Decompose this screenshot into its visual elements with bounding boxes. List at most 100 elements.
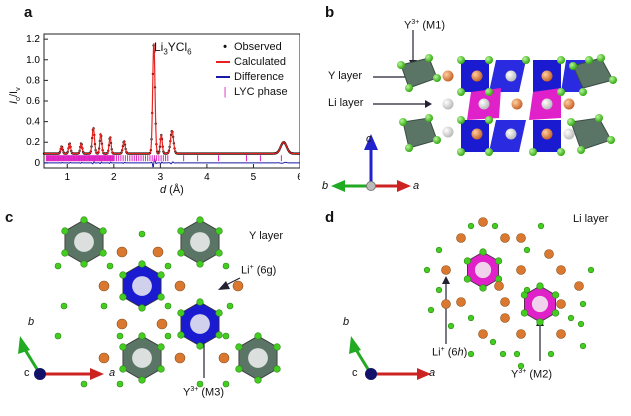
chloride-atom <box>99 249 107 257</box>
chloride-atom <box>119 271 127 279</box>
chloride-atom <box>273 343 281 351</box>
lithium-atom <box>544 249 554 259</box>
chloride-atom <box>138 260 146 268</box>
lithium-atom <box>456 233 466 243</box>
chloride-atom <box>164 262 172 270</box>
lithium-atom <box>516 265 526 275</box>
chloride-atom <box>60 302 68 310</box>
chloride-atom <box>427 306 435 314</box>
x-tick-label: 6 <box>297 172 300 183</box>
chloride-atom <box>479 284 487 292</box>
chloride-atom <box>435 286 443 294</box>
yttrium-atom <box>74 232 94 252</box>
chloride-atom <box>567 314 575 322</box>
li-6h-label: Li+ (6h) <box>432 346 468 359</box>
lithium-atom <box>156 318 168 330</box>
x-axis-label: d (Å) <box>160 184 184 196</box>
axis-triad-d <box>349 336 431 380</box>
chart-legend: •Observed Calculated Difference |LYC pha… <box>216 40 288 100</box>
gray-octahedron <box>400 57 438 89</box>
y-layer-label-c: Y layer <box>249 230 284 242</box>
chloride-atom <box>157 343 165 351</box>
axis-triad-c <box>18 336 104 380</box>
yttrium-atom <box>190 314 210 334</box>
lithium-atom <box>174 280 186 292</box>
lithium-atom <box>478 217 488 227</box>
chloride-atom <box>447 322 455 330</box>
lithium-atom <box>116 318 128 330</box>
axis-triad-b <box>331 134 411 192</box>
chloride-atom <box>254 332 262 340</box>
chloride-atom <box>463 257 472 265</box>
compound-label: Li3YCl6 <box>154 40 192 57</box>
chloride-atom <box>537 222 545 230</box>
axis-c-label-c: c <box>24 367 30 379</box>
chloride-atom <box>423 266 431 274</box>
structure-side-view <box>331 30 617 192</box>
m1-label: Y3+ (M1) <box>404 19 445 32</box>
m3-label: Y3+ (M3) <box>183 386 224 399</box>
structure-y-layer <box>18 216 281 388</box>
yttrium-atom <box>132 348 152 368</box>
axis-b-label-c: b <box>28 316 35 328</box>
li-6g-label: Li+ (6g) <box>241 264 277 277</box>
chloride-atom <box>520 309 529 317</box>
panel-c-letter: c <box>5 209 14 226</box>
chloride-atom <box>489 338 497 346</box>
chloride-atom <box>61 249 69 257</box>
lithium-atom <box>441 299 451 309</box>
y-tick-label: 0.4 <box>26 117 40 128</box>
chloride-atom <box>138 304 146 312</box>
li-layer-label-b: Li layer <box>328 97 364 109</box>
chloride-atom <box>215 227 223 235</box>
chloride-atom <box>177 309 185 317</box>
chloride-atom <box>196 216 204 224</box>
chloride-atoms <box>397 54 617 156</box>
x-tick-label: 2 <box>111 172 117 183</box>
chloride-atom <box>99 227 107 235</box>
calculated-line <box>44 43 300 155</box>
chloride-atom <box>579 300 587 308</box>
axis-a-label-b: a <box>413 180 420 192</box>
panel-a-letter: a <box>24 4 33 21</box>
gray-octahedron <box>570 117 612 151</box>
lithium-atom <box>500 233 510 243</box>
chloride-atom <box>119 343 127 351</box>
chloride-atom <box>80 380 88 388</box>
legend-difference: Difference <box>216 70 288 85</box>
chloride-atom <box>196 342 204 350</box>
lithium-atom <box>556 299 566 309</box>
chloride-atom <box>226 302 234 310</box>
lithium-atom <box>456 297 466 307</box>
lithium-atom <box>441 265 451 275</box>
chloride-atom <box>164 332 172 340</box>
chloride-atom <box>177 249 185 257</box>
axis-b-label-d: b <box>343 316 350 328</box>
lithium-atom <box>574 281 584 291</box>
lithium-atom <box>500 313 510 323</box>
li-layer-label-d: Li layer <box>573 213 609 225</box>
yttrium-atom <box>248 348 268 368</box>
chloride-atom <box>551 291 560 299</box>
yttrium-atom <box>531 295 549 313</box>
chloride-atom <box>196 380 204 388</box>
lithium-atom <box>478 329 488 339</box>
chloride-atom <box>80 260 88 268</box>
lithium-atom <box>516 233 526 243</box>
chloride-atom <box>235 343 243 351</box>
axis-c-label-b: c <box>366 133 372 145</box>
chloride-atom <box>517 362 525 370</box>
chloride-atom <box>579 342 587 350</box>
chloride-atom <box>119 293 127 301</box>
lithium-atom <box>232 280 244 292</box>
chloride-atom <box>222 262 230 270</box>
legend-calculated: Calculated <box>216 55 288 70</box>
legend-observed: •Observed <box>223 41 282 53</box>
chloride-atom <box>119 365 127 373</box>
chloride-atom <box>215 249 223 257</box>
chloride-atom <box>138 376 146 384</box>
chloride-atom <box>523 246 531 254</box>
lithium-atom <box>116 246 128 258</box>
chloride-atom <box>273 365 281 373</box>
chloride-atom <box>157 271 165 279</box>
